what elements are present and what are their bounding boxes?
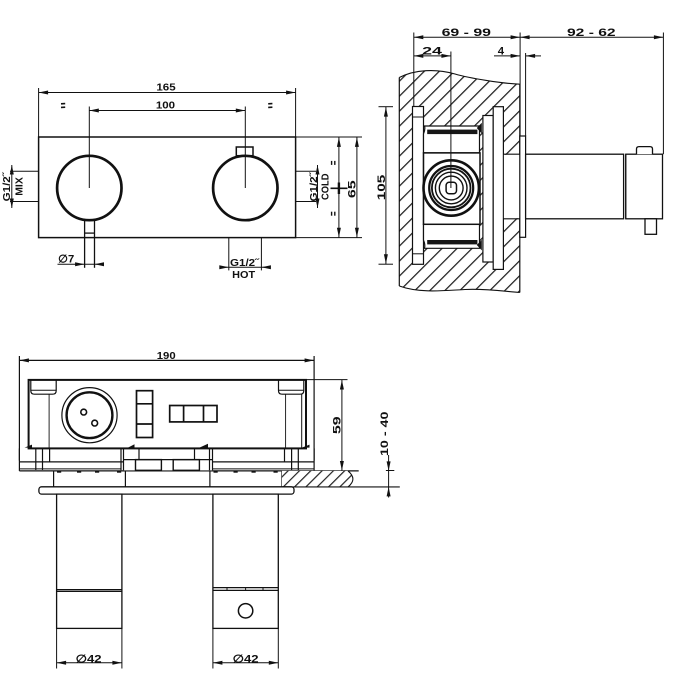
- svg-text:10 - 40: 10 - 40: [379, 412, 391, 457]
- svg-text:92 - 62: 92 - 62: [567, 27, 616, 39]
- svg-text:24: 24: [422, 46, 443, 58]
- svg-text:190: 190: [157, 351, 176, 362]
- svg-text:4: 4: [498, 46, 505, 58]
- svg-text:∅42: ∅42: [233, 654, 259, 666]
- svg-text:MIX: MIX: [14, 177, 26, 196]
- svg-text:165: 165: [156, 83, 176, 94]
- svg-text:69 - 99: 69 - 99: [442, 27, 491, 39]
- svg-text:G1/2˝: G1/2˝: [1, 172, 13, 202]
- svg-text:105: 105: [376, 175, 388, 201]
- svg-text:∅42: ∅42: [76, 654, 102, 666]
- svg-text:∅7: ∅7: [58, 254, 74, 266]
- svg-text:G1/2˝: G1/2˝: [230, 257, 260, 269]
- svg-text:100: 100: [156, 101, 175, 112]
- svg-text:59: 59: [331, 416, 343, 434]
- svg-text:HOT: HOT: [232, 269, 256, 281]
- svg-text:65: 65: [347, 180, 359, 198]
- svg-text:COLD: COLD: [320, 173, 332, 200]
- svg-text:G1/2˝: G1/2˝: [308, 172, 320, 202]
